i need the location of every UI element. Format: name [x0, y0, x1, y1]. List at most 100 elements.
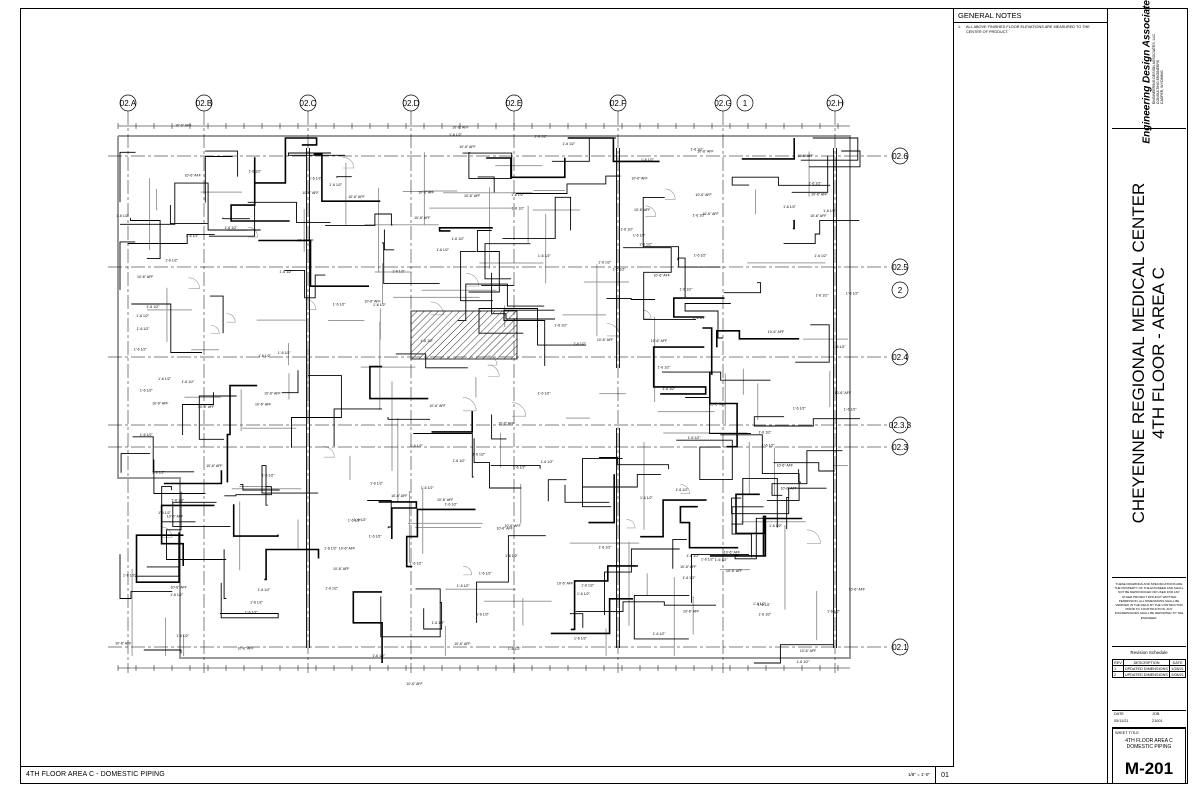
- elevation-tag: 10'-6" AFF: [800, 649, 816, 653]
- pipe-run: [662, 371, 771, 381]
- elevation-tag: 10'-6" AFF: [811, 192, 827, 196]
- dimension-text: 1'-6 1/2": [640, 496, 654, 500]
- dimension-text: 1'-6 1/2": [769, 524, 783, 528]
- dimension-text: 1'-6 1/2": [186, 234, 200, 238]
- elevation-tag: 10'-6" AFF: [654, 274, 670, 278]
- pipe-run: [382, 242, 440, 284]
- pipe-run: [715, 329, 800, 348]
- door-swing: [247, 226, 259, 238]
- revision-table: REV DESCRIPTION DATE 1 UPDATED DIMENSION…: [1112, 659, 1186, 678]
- elevation-tag: 10'-6" AFF: [302, 191, 318, 195]
- dimension-text: 1'-6 1/2": [324, 547, 338, 551]
- grid-column-label: 02.B: [196, 99, 212, 108]
- view-title: 4TH FLOOR AREA C - DOMESTIC PIPING: [26, 771, 165, 778]
- dimension-text: 1'-6 1/2": [123, 574, 137, 578]
- dimension-text: 1'-6 1/2": [599, 546, 613, 550]
- elevation-tag: 10'-6" AFF: [206, 464, 222, 468]
- dimension-text: 1'-6 1/2": [325, 587, 339, 591]
- pipe-run: [473, 438, 522, 489]
- pipe-run: [491, 414, 507, 440]
- callout-label: 2: [898, 286, 903, 295]
- elevation-tag: 10'-6" AFF: [505, 524, 521, 528]
- door-swing: [466, 273, 480, 287]
- elevation-tag: 10'-6" AFF: [185, 174, 201, 178]
- sheet-title-value: 4TH FLOOR AREA C DOMESTIC PIPING: [1125, 738, 1173, 750]
- dimension-text: 1'-6 1/2": [797, 660, 811, 664]
- pipe-run: [143, 649, 182, 654]
- dimension-text: 1'-6 1/2": [641, 158, 655, 162]
- dimension-text: 1'-6 1/2": [687, 554, 701, 558]
- pipe-run: [606, 297, 656, 300]
- elevation-tag: 10'-6" AFF: [810, 214, 826, 218]
- dimension-text: 1'-6 1/2": [793, 407, 807, 411]
- elevation-tag: 10'-6" AFF: [137, 275, 153, 279]
- elevation-tag: 10'-6" AFF: [631, 177, 647, 181]
- door-swing: [463, 565, 473, 576]
- elevation-tag: 10'-6" AFF: [797, 154, 813, 158]
- door-swing: [645, 205, 657, 217]
- dimension-text: 1'-6 1/2": [451, 237, 465, 241]
- pipe-run: [204, 156, 233, 203]
- elevation-tag: 10'-6" AFF: [724, 551, 740, 555]
- dimension-text: 1'-6 1/2": [662, 387, 676, 391]
- pipe-run: [232, 504, 279, 537]
- grid-bubble: [891, 416, 909, 434]
- grid-column-label: 02.D: [403, 99, 420, 108]
- door-swing: [487, 364, 500, 377]
- dimension-text: 1'-6 1/2": [245, 610, 259, 614]
- elevation-tag: 10'-6" AFF: [391, 494, 407, 498]
- pipe-run: [684, 303, 731, 339]
- dimension-text: 1'-6 1/2": [279, 270, 293, 274]
- grid-bubble: [891, 638, 909, 656]
- revision-schedule: Revision Schedule REV DESCRIPTION DATE 1…: [1112, 646, 1186, 708]
- pipe-run: [588, 474, 616, 524]
- grid-row-label: 02.3: [892, 443, 908, 452]
- pipe-run: [672, 538, 687, 569]
- dimension-text: 1'-6 1/2": [573, 342, 587, 346]
- pipe-run: [291, 375, 342, 448]
- elevation-tag: 10'-6" AFF: [333, 567, 349, 571]
- dimension-text: 1'-6 1/2": [581, 583, 595, 587]
- job-label: JOB: [1152, 712, 1160, 716]
- general-notes-panel: GENERAL NOTES 1. ALL ABOVE FINISHED FLOO…: [954, 8, 1108, 784]
- project-name-line1: CHEYENNE REGIONAL MEDICAL CENTER: [1129, 182, 1148, 524]
- pipe-run: [163, 470, 223, 485]
- hatched-shaft: [410, 310, 518, 360]
- dimension-text: 1'-6 1/2": [715, 558, 729, 562]
- elevation-tag: 10'-6" AFF: [167, 515, 183, 519]
- dimension-text: 1'-6 1/2": [658, 365, 672, 369]
- pipe-run: [798, 469, 801, 483]
- pipe-run: [490, 465, 541, 469]
- door-swing: [680, 484, 690, 495]
- elevation-tag: 10'-6" AFF: [364, 299, 380, 303]
- pipe-run: [599, 457, 670, 470]
- dimension-text: 1'-6 1/2": [249, 170, 263, 174]
- pipe-run: [582, 458, 623, 508]
- elevation-tag: 10'-6" AFF: [459, 145, 475, 149]
- elevation-tag: 10'-6" AFF: [464, 194, 480, 198]
- door-swing: [342, 157, 354, 169]
- pipe-run: [753, 416, 860, 427]
- grid-bubble: [891, 258, 909, 276]
- pipe-run: [547, 479, 567, 502]
- project-name-line2: 4TH FLOOR - AREA C: [1149, 267, 1168, 439]
- elevation-tag: 10'-6" AFF: [498, 421, 514, 425]
- pipe-run: [166, 491, 227, 560]
- pipe-run: [387, 417, 431, 420]
- door-swing: [512, 402, 527, 417]
- door-swing: [161, 526, 173, 538]
- revision-cell: 2: [1112, 671, 1124, 678]
- pipe-run: [486, 157, 566, 179]
- grid-bubble: [299, 94, 317, 112]
- project-name: CHEYENNE REGIONAL MEDICAL CENTER 4TH FLO…: [1129, 183, 1169, 524]
- dimension-text: 1'-6 1/2": [421, 486, 435, 490]
- firm-address: ENGINEERING DESIGN ASSOCIATES, LLC CONSU…: [1152, 34, 1164, 104]
- door-swing: [305, 299, 317, 311]
- pipe-run: [313, 153, 381, 202]
- grid-column-label: 02.G: [714, 99, 731, 108]
- dimension-text: 1'-6 1/2": [683, 576, 697, 580]
- pipe-run: [677, 257, 686, 298]
- dimension-text: 1'-6 1/2": [309, 177, 323, 181]
- dimension-text: 1'-6 1/2": [846, 292, 860, 296]
- dimension-text: 1'-6 1/2": [680, 288, 694, 292]
